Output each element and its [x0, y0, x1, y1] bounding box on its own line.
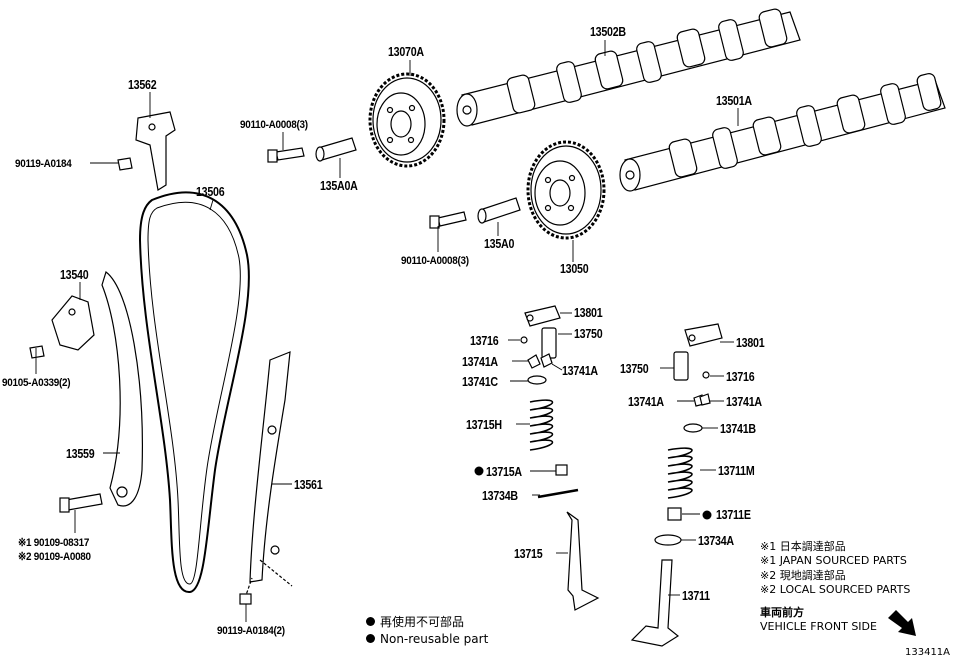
bullet-icon [366, 634, 375, 643]
slipper-13559 [59, 271, 143, 513]
label-90110-a0008-upper: 90110-A0008(3) [240, 119, 308, 131]
label-13561: 13561 [294, 477, 323, 492]
label-13715h: 13715H [466, 417, 502, 432]
figure-id: 133411A [905, 647, 951, 658]
note-japan-jp: ※1 日本調達部品 [760, 540, 846, 553]
label-90109-08317: ※1 90109-08317 [18, 537, 90, 549]
label-13741b: 13741B [720, 421, 756, 436]
label-13501a: 13501A [716, 93, 752, 108]
legend-non-reusable-jp: 再使用不可部品 [366, 615, 464, 630]
label-13741a-left-1: 13741A [462, 354, 498, 369]
label-13741c: 13741C [462, 374, 498, 389]
label-13070a: 13070A [388, 44, 424, 59]
tensioner-13540 [29, 295, 95, 359]
label-90119-a0184-2: 90119-A0184(2) [217, 625, 285, 637]
label-13716-left: 13716 [470, 333, 499, 348]
label-13559: 13559 [66, 446, 95, 461]
valve-135a0 [477, 197, 521, 224]
valvetrain-right [630, 323, 723, 647]
label-13711e: 13711E [716, 507, 751, 522]
guide-13561 [239, 351, 293, 605]
vehicle-front-jp: 車両前方 [760, 606, 804, 619]
label-13750-right: 13750 [620, 361, 649, 376]
leader-lines [35, 40, 739, 622]
non-reusable-dot-13711e [702, 510, 712, 520]
label-13050: 13050 [560, 261, 589, 276]
note-local-en: ※2 LOCAL SOURCED PARTS [760, 583, 911, 596]
label-13801-right: 13801 [736, 335, 765, 350]
sprocket-13070a [368, 72, 446, 168]
label-13741a-right-2: 13741A [726, 394, 762, 409]
label-13506: 13506 [196, 184, 225, 199]
label-13715a: 13715A [486, 464, 522, 479]
camshaft-13501a [619, 73, 946, 192]
label-13540: 13540 [60, 267, 89, 282]
label-13711m: 13711M [718, 463, 755, 478]
camshaft-13502b [456, 8, 801, 127]
note-local-jp: ※2 現地調達部品 [760, 569, 846, 582]
label-13502b: 13502B [590, 24, 626, 39]
label-13562: 13562 [128, 77, 157, 92]
label-13716-right: 13716 [726, 369, 755, 384]
bracket-13562 [117, 111, 176, 191]
valve-135a0a [315, 137, 357, 162]
timing-chain-13506 [138, 191, 250, 594]
label-13750-left: 13750 [574, 326, 603, 341]
label-13741a-left-2: 13741A [562, 363, 598, 378]
bullet-icon [366, 617, 375, 626]
label-13734b: 13734B [482, 488, 518, 503]
vehicle-front-en: VEHICLE FRONT SIDE [760, 620, 877, 633]
label-13715: 13715 [514, 546, 543, 561]
label-90110-a0008-lower: 90110-A0008(3) [401, 255, 469, 267]
legend-non-reusable-en: Non-reusable part [366, 632, 488, 647]
bolt-90110-lower [429, 211, 467, 229]
bolt-90110-upper [267, 147, 305, 163]
label-13734a: 13734A [698, 533, 734, 548]
note-japan-en: ※1 JAPAN SOURCED PARTS [760, 554, 907, 567]
label-13741a-right-1: 13741A [628, 394, 664, 409]
label-90119-a0184: 90119-A0184 [15, 158, 72, 170]
non-reusable-dot-13715a [474, 466, 484, 476]
label-90109-a0080: ※2 90109-A0080 [18, 551, 91, 563]
vehicle-front-arrow-icon [888, 610, 916, 636]
sprocket-13050 [526, 140, 606, 240]
valvetrain-left [520, 305, 600, 611]
label-90105-a0339: 90105-A0339(2) [2, 377, 71, 389]
label-135a0: 135A0 [484, 236, 515, 251]
label-135a0a: 135A0A [320, 178, 358, 193]
label-13801-left: 13801 [574, 305, 603, 320]
label-13711: 13711 [682, 588, 710, 603]
